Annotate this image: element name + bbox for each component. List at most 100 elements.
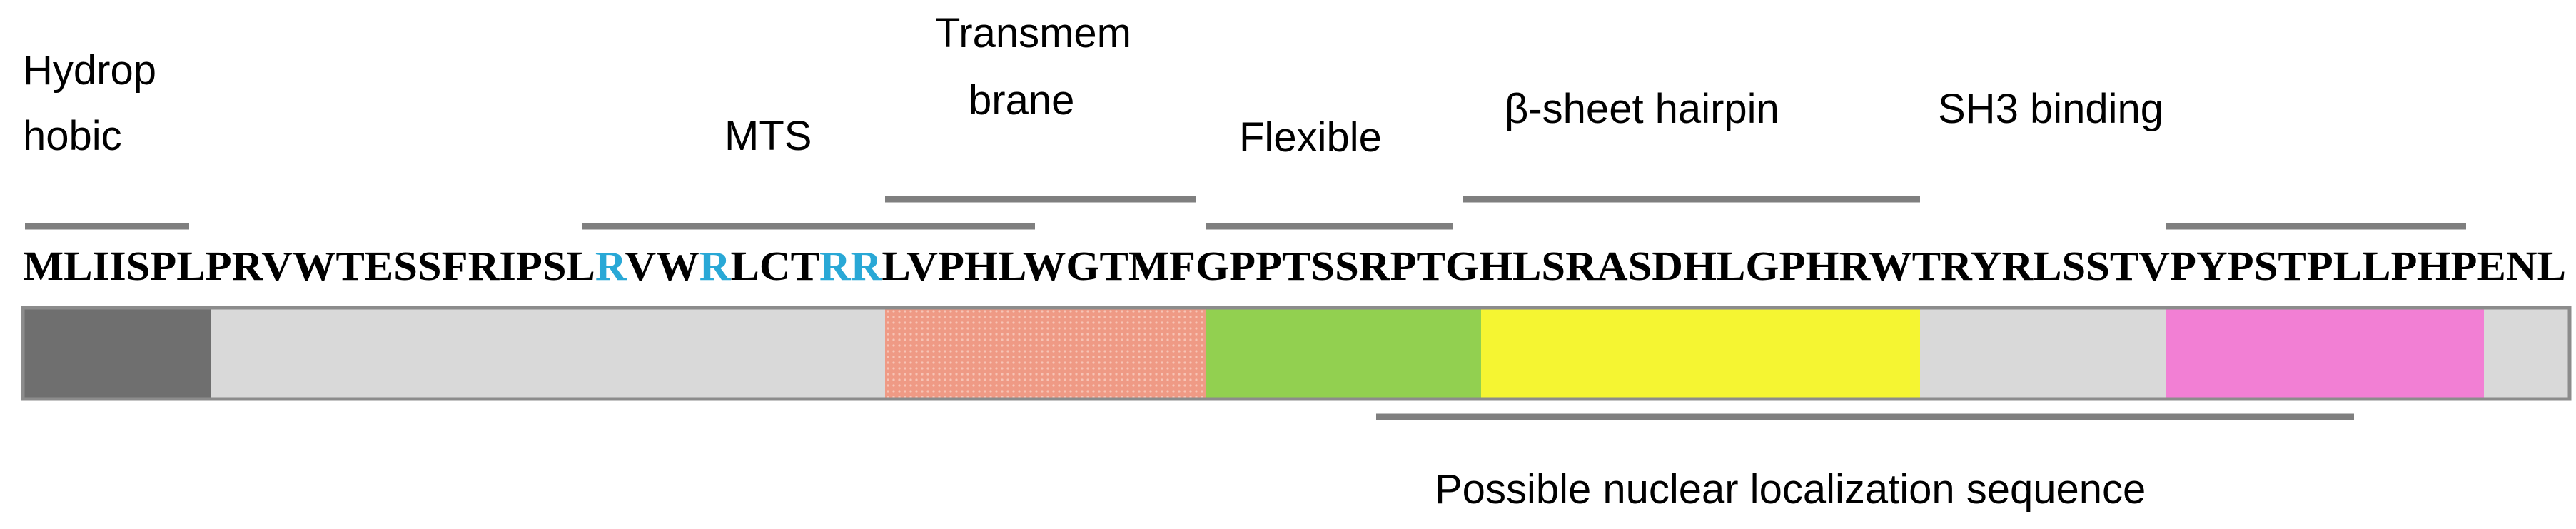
sequence-residue: W: [656, 243, 699, 289]
sequence-residue: W: [293, 243, 336, 289]
label-transmembrane-line1: Transmem: [935, 10, 1131, 56]
sequence-residue: V: [625, 243, 657, 289]
sequence-residue: C: [759, 243, 791, 289]
sequence-residue: T: [336, 243, 365, 289]
sequence-residue: T: [1100, 243, 1128, 289]
sequence-residue: T: [1282, 243, 1310, 289]
sequence-residue: E: [2477, 243, 2506, 289]
sequence-residue: S: [393, 243, 418, 289]
label-mts: MTS: [724, 113, 812, 159]
sequence-residue: H: [1806, 243, 1839, 289]
domain-bar: [21, 306, 2572, 401]
sequence-residue: L: [731, 243, 759, 289]
sequence-residue: W: [1023, 243, 1066, 289]
region-guide-lines: [25, 196, 2466, 230]
sequence-residue: P: [2307, 243, 2333, 289]
sequence-residue: V: [261, 243, 293, 289]
sequence-residue: L: [1512, 243, 1541, 289]
sequence-residue: S: [2086, 243, 2110, 289]
sequence-residue: P: [2451, 243, 2477, 289]
label-hydrophobic-line2: hobic: [23, 113, 122, 159]
sequence-residue: L: [64, 243, 92, 289]
sequence-residue-highlighted: R: [819, 243, 852, 289]
sequence-residue-highlighted: R: [699, 243, 732, 289]
sequence-residue: P: [2170, 243, 2196, 289]
segment-sh3-binding: [2166, 308, 2484, 399]
sequence-residue: H: [1683, 243, 1717, 289]
sequence-residue: H: [964, 243, 998, 289]
sequence-residue: G: [1445, 243, 1479, 289]
sequence-residue: I: [499, 243, 516, 289]
sequence-residue: P: [150, 243, 176, 289]
label-beta-sheet-hairpin: β-sheet hairpin: [1505, 86, 1779, 132]
sequence-residue: G: [1066, 243, 1099, 289]
segment-hydrophobic: [23, 308, 211, 399]
sequence-residue: L: [2033, 243, 2061, 289]
sequence-residue: P: [2228, 243, 2254, 289]
sequence-residue: S: [542, 243, 567, 289]
sequence-residue: V: [2138, 243, 2170, 289]
segment-transmembrane: [885, 308, 1206, 399]
sequence-residue: S: [1310, 243, 1335, 289]
sequence-residue: N: [2506, 243, 2537, 289]
sequence-residue: L: [998, 243, 1026, 289]
sequence-residue: W: [1869, 243, 1912, 289]
amino-acid-sequence: MLIISPLPRVWTESSFRIPSLRVWRLCTRRLVPHLWGTMF…: [23, 243, 2566, 289]
sequence-residue: P: [206, 243, 232, 289]
sequence-residue: S: [126, 243, 151, 289]
sequence-residue: D: [1652, 243, 1683, 289]
sequence-residue: T: [791, 243, 819, 289]
label-transmembrane-line2: brane: [969, 77, 1074, 124]
sequence-residue-highlighted: R: [851, 243, 883, 289]
sequence-residue: T: [2278, 243, 2306, 289]
sequence-residue-highlighted: R: [595, 243, 627, 289]
sequence-residue: S: [2254, 243, 2278, 289]
sequence-residue: R: [1565, 243, 1597, 289]
sequence-residue: F: [442, 243, 468, 289]
sequence-residue: F: [1169, 243, 1196, 289]
sequence-residue: R: [1941, 243, 1973, 289]
sequence-residue: Y: [1971, 243, 2002, 289]
sequence-residue: S: [1541, 243, 1565, 289]
sequence-residue: L: [2537, 243, 2566, 289]
sequence-residue: R: [1359, 243, 1391, 289]
sequence-residue: M: [1128, 243, 1169, 289]
sequence-residue: S: [1628, 243, 1652, 289]
sequence-residue: M: [23, 243, 64, 289]
sequence-residue: I: [93, 243, 110, 289]
sequence-residue: I: [109, 243, 126, 289]
sequence-residue: P: [1779, 243, 1806, 289]
sequence-residue: S: [1335, 243, 1359, 289]
segment-flexible: [1206, 308, 1481, 399]
sequence-residue: S: [2062, 243, 2086, 289]
sequence-residue: R: [468, 243, 500, 289]
sequence-residue: Y: [2196, 243, 2228, 289]
sequence-residue: V: [906, 243, 938, 289]
sequence-text: MLIISPLPRVWTESSFRIPSLRVWRLCTRRLVPHLWGTMF…: [23, 243, 2566, 289]
segment-beta-sheet-hairpin: [1481, 308, 1920, 399]
sequence-residue: P: [938, 243, 964, 289]
sequence-residue: T: [2110, 243, 2138, 289]
sequence-residue: L: [1717, 243, 1745, 289]
sequence-residue: R: [232, 243, 264, 289]
sequence-residue: A: [1597, 243, 1628, 289]
sequence-residue: R: [1839, 243, 1872, 289]
sequence-residue: L: [176, 243, 205, 289]
sequence-residue: H: [1479, 243, 1512, 289]
sequence-residue: T: [1912, 243, 1941, 289]
sequence-residue: H: [2417, 243, 2450, 289]
label-flexible: Flexible: [1239, 114, 1382, 161]
sequence-residue: L: [567, 243, 595, 289]
label-sh3-binding: SH3 binding: [1938, 86, 2163, 132]
sequence-residue: P: [1256, 243, 1282, 289]
domain-bar-border: [21, 306, 2572, 401]
label-nuclear-localization-sequence: Possible nuclear localization sequence: [1435, 466, 2146, 513]
sequence-residue: G: [1745, 243, 1779, 289]
label-hydrophobic-line1: Hydrop: [23, 47, 156, 94]
sequence-residue: P: [2390, 243, 2417, 289]
sequence-residue: L: [882, 243, 909, 289]
sequence-residue: P: [1229, 243, 1256, 289]
sequence-residue: E: [365, 243, 393, 289]
sequence-residue: R: [2001, 243, 2034, 289]
